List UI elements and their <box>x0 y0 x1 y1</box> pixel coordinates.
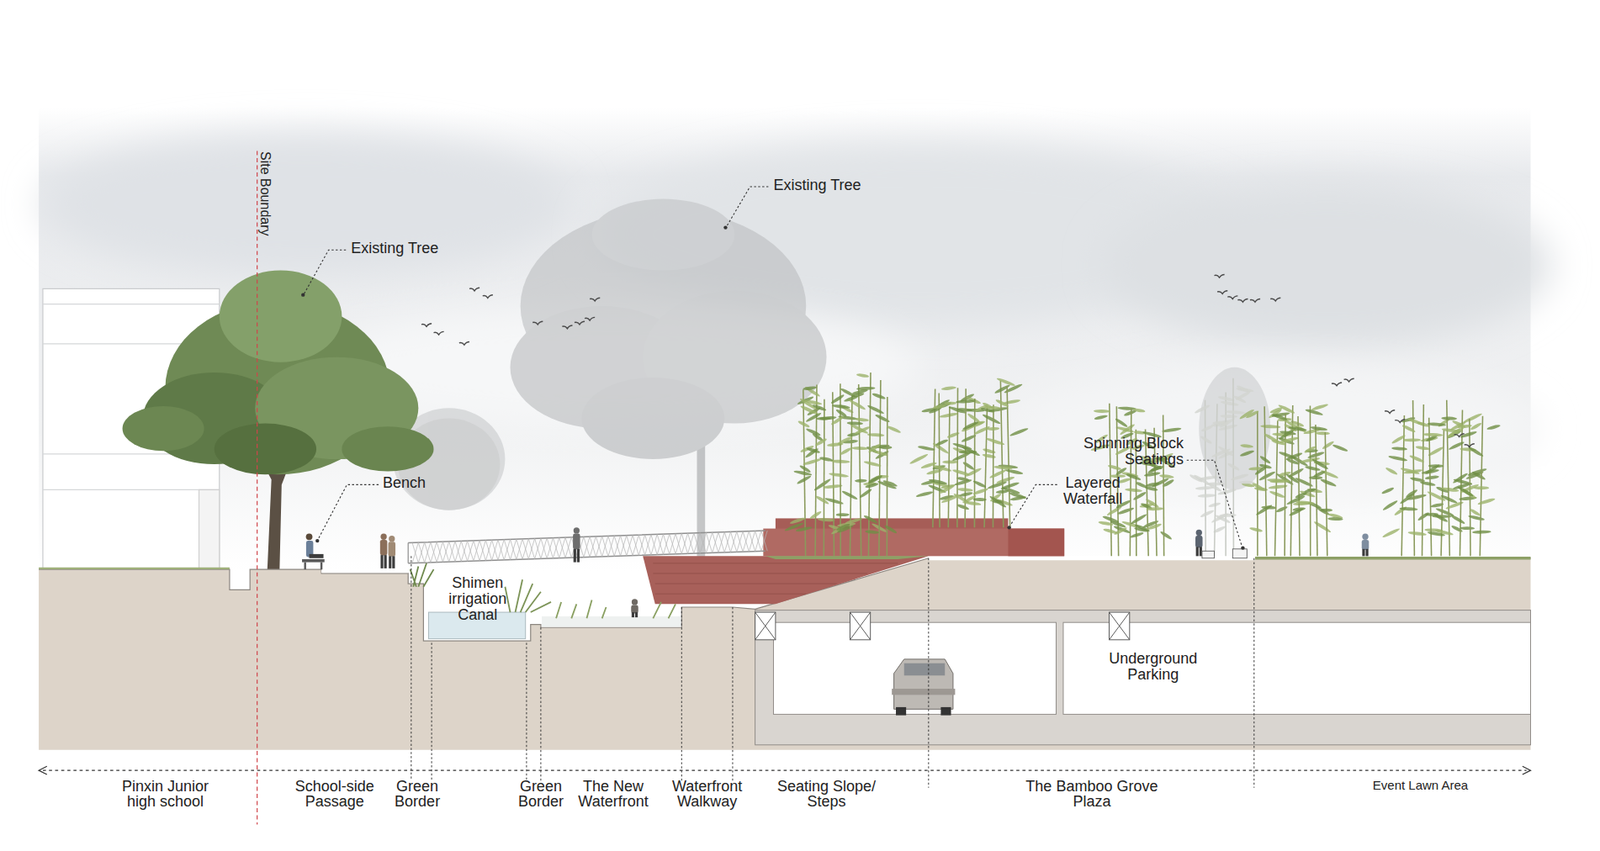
dimension-line <box>38 766 1531 775</box>
underground-parking <box>755 610 1532 746</box>
zone-label: Green Border <box>390 778 445 811</box>
zone-divider-lines <box>411 556 1255 788</box>
zone-label: Waterfront Walkway <box>665 778 750 811</box>
parking-room: Underground Parking <box>1063 622 1532 715</box>
existing-tree-faded <box>392 199 1271 559</box>
zone-label: Event Lawn Area <box>1366 778 1476 793</box>
zone-label: School-side Passage <box>290 778 379 811</box>
waterfall-structure <box>642 518 1065 604</box>
callout-label: Shimen irrigation Canal <box>435 575 520 624</box>
zone-label: Seating Slope/ Steps <box>772 778 882 811</box>
birds <box>421 274 1475 447</box>
callout-label: Spinning Block Seatings <box>1065 435 1184 468</box>
boundary-label: Site Boundary <box>257 151 272 237</box>
bridge <box>407 530 768 564</box>
callout-label: Existing Tree <box>350 240 444 257</box>
leader-lines <box>301 186 1246 551</box>
zone-label: The New Waterfront <box>571 778 656 811</box>
callout-label: Bench <box>382 475 434 492</box>
room-label: Underground Parking <box>1102 651 1204 684</box>
zone-label: Green Border <box>513 778 568 811</box>
car <box>891 659 955 716</box>
site-boundary-line <box>256 151 258 826</box>
zone-label: The Bamboo Grove Plaza <box>1022 778 1161 811</box>
existing-tree <box>122 270 501 571</box>
sky <box>38 106 1552 572</box>
zone-label: Pinxin Junior high school <box>112 778 218 811</box>
callout-label: Layered Waterfall <box>1046 475 1140 508</box>
bamboo-grove <box>784 372 1501 557</box>
callout-label: Existing Tree <box>773 177 866 194</box>
